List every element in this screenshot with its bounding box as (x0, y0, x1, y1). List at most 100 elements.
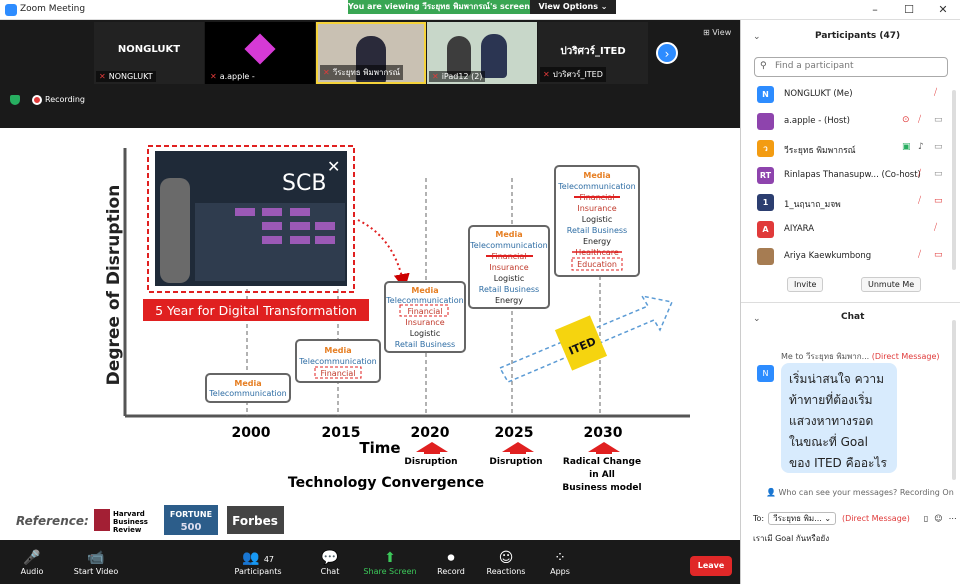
mic-icon: 🎤 (23, 550, 41, 566)
box-item: Telecommunication (385, 296, 463, 305)
highlight-education (571, 257, 623, 271)
view-options-button[interactable]: View Options ⌄ (530, 0, 616, 14)
recipient-select[interactable]: วีระยุทธ พิม... ⌄ (768, 512, 837, 525)
next-page-icon[interactable]: › (656, 42, 678, 64)
participant-row[interactable]: a.apple - (Host)⊙⧸▭ (754, 111, 954, 133)
mic-muted-icon[interactable]: ⧸ (918, 169, 922, 179)
mic-muted-icon[interactable]: ⧸ (934, 88, 938, 98)
invite-button[interactable]: Invite (787, 277, 824, 292)
video-icon[interactable]: ▭ (934, 142, 943, 152)
time-label: Time (359, 439, 400, 457)
start-video-button[interactable]: 📹Start Video (66, 549, 126, 576)
mic-muted-icon: ✕ (323, 68, 330, 77)
zoom-app-icon (5, 4, 17, 16)
video-icon[interactable]: ▭ (934, 115, 943, 125)
box-item: Media (583, 171, 610, 180)
video-off-icon: 📹 (87, 550, 105, 566)
box-item: Insurance (577, 204, 616, 213)
slide-canvas: Degree of Disruption 2000 2015 2020 2025… (16, 145, 690, 535)
disruption-arrows (416, 442, 620, 454)
video-tile[interactable]: ปวริศวร์_ITED ✕ปวริศวร์_ITED (538, 22, 648, 84)
status-row (0, 86, 740, 126)
apps-button[interactable]: ⁘Apps (530, 549, 590, 576)
share-screen-icon: ⬆ (384, 550, 396, 566)
toolbar-label: Record (437, 567, 465, 576)
box-item: Retail Business (567, 226, 627, 235)
direct-message-tag: (Direct Message) (842, 514, 910, 523)
participant-name: 1_นฤนาถ_มจพ (784, 200, 841, 210)
maximize-button[interactable]: ☐ (904, 3, 914, 16)
radical-change-label: in All (589, 470, 615, 480)
to-label: To: (753, 514, 765, 523)
tile-label: ✕iPad12 (2) (429, 71, 486, 82)
tile-label: ✕วีระยุทธ พิมพากรณ์ (320, 65, 404, 80)
more-icon[interactable]: ⋯ (948, 514, 957, 523)
tile-label: ✕ปวริศวร์_ITED (540, 67, 606, 82)
dotted-connector-arrow (357, 219, 410, 290)
toolbar-label: Audio (20, 567, 44, 576)
mic-muted-icon[interactable]: ⧸ (918, 250, 922, 260)
chat-sender: Me to วีระยุทธ พิมพาก... (781, 352, 870, 361)
audio-button[interactable]: 🎤Audio (2, 549, 62, 576)
mic-icon[interactable]: ♪ (918, 142, 924, 152)
window-title: Zoom Meeting (20, 4, 86, 14)
hbr-shield-icon (94, 509, 110, 531)
forbes-logo (227, 506, 284, 534)
participant-search-input[interactable]: ⚲Find a participant (754, 57, 948, 77)
close-button[interactable]: ✕ (938, 3, 948, 16)
video-off-icon[interactable]: ▭ (934, 250, 943, 260)
minimize-button[interactable]: – (872, 3, 878, 16)
mic-muted-icon[interactable]: ⧸ (918, 115, 922, 125)
video-tile[interactable]: ✕iPad12 (2) (427, 22, 537, 84)
collapse-chevron-icon[interactable]: ⌄ (753, 314, 761, 324)
video-icon[interactable]: ▭ (934, 169, 943, 179)
share-screen-button[interactable]: ⬆Share Screen (360, 549, 420, 576)
box-item: Logistic (494, 274, 524, 283)
video-off-icon[interactable]: ▭ (934, 196, 943, 206)
avatar: A (757, 221, 774, 238)
box-item: Media (495, 230, 522, 239)
chat-visibility-notice[interactable]: 👤 Who can see your messages? Recording O… (766, 488, 954, 497)
box-item: Energy (583, 237, 611, 246)
search-placeholder: Find a participant (775, 61, 854, 71)
box-2030 (554, 165, 640, 277)
record-button[interactable]: ⏺Record (421, 549, 481, 576)
mic-muted-icon[interactable]: ⧸ (934, 223, 938, 233)
chat-message-input[interactable]: เราเมี Goal กันหรือยัง (753, 534, 830, 543)
video-tile[interactable]: NONGLUKT ✕NONGLUKT (94, 22, 204, 84)
box-item: Telecommunication (469, 241, 547, 250)
view-button[interactable]: ⊞ View (703, 28, 732, 37)
participant-row[interactable]: ววีระยุทธ พิมพากรณ์▣♪▭ (754, 138, 954, 160)
scb-logo: SCB (282, 171, 326, 196)
file-icon[interactable]: ▯ (923, 514, 929, 523)
participant-row[interactable]: Ariya Kaewkumbong⧸▭ (754, 246, 954, 268)
viewing-banner: You are viewing วีระยุทธ พิมพากรณ์'s scr… (348, 0, 530, 14)
box-2015 (295, 339, 381, 383)
tile-label-text: a.apple - (219, 72, 255, 81)
unmute-me-button[interactable]: Unmute Me (861, 277, 922, 292)
shared-slide: Degree of Disruption 2000 2015 2020 2025… (0, 128, 740, 540)
mic-muted-icon[interactable]: ⧸ (918, 196, 922, 206)
video-tile-active[interactable]: ✕วีระยุทธ พิมพากรณ์ (316, 22, 426, 84)
chat-scrollbar[interactable] (952, 320, 956, 480)
encryption-shield-icon[interactable] (10, 95, 20, 105)
chat-button[interactable]: 💬Chat (300, 549, 360, 576)
tile-label-text: วีระยุทธ พิมพากรณ์ (332, 68, 401, 77)
leave-button[interactable]: Leave (690, 556, 732, 576)
toolbar-label: Apps (550, 567, 570, 576)
participant-name: Rinlapas Thanasupw... (Co-host) (784, 170, 921, 180)
collapse-chevron-icon[interactable]: ⌄ (753, 32, 761, 42)
video-tile[interactable]: ✕a.apple - (205, 22, 315, 84)
emoji-icon[interactable]: ☺ (934, 514, 943, 523)
box-item: Education (577, 260, 617, 269)
mic-muted-icon: ✕ (210, 72, 217, 81)
chat-visibility-text: Who can see your messages? Recording On (778, 488, 954, 497)
reactions-button[interactable]: ☺Reactions (476, 549, 536, 576)
participants-scrollbar[interactable] (952, 90, 956, 270)
logo-text: 500 (181, 522, 202, 533)
